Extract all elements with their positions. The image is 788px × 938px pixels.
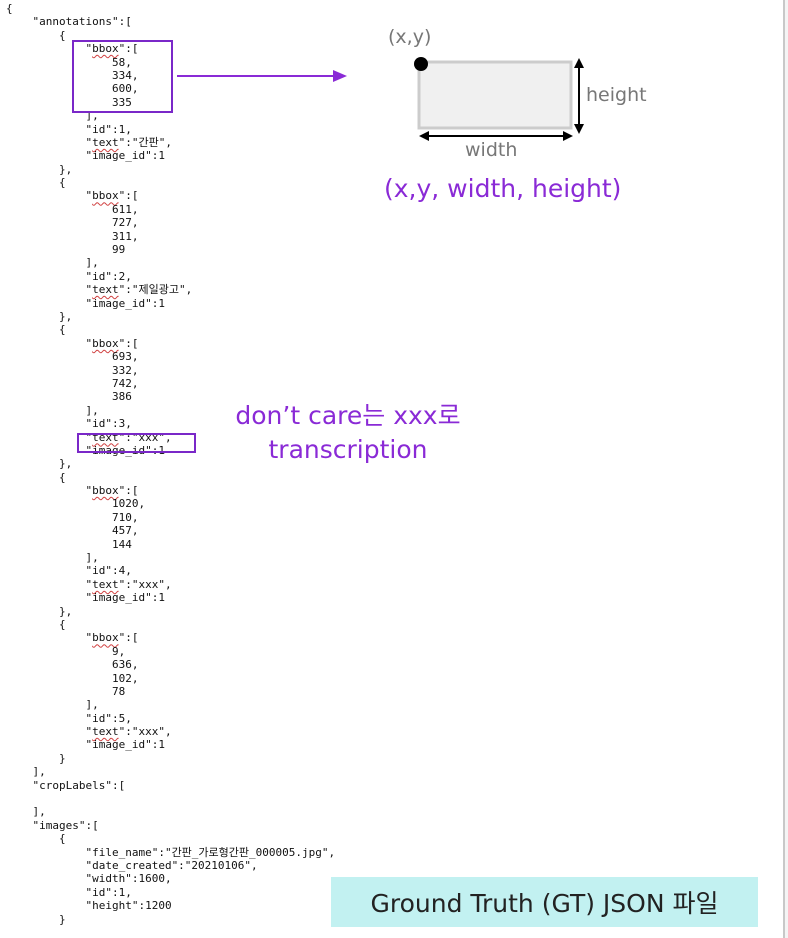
code-line: "bbox":[: [6, 484, 139, 498]
code-line: "bbox":[: [6, 336, 139, 350]
origin-point: [414, 57, 428, 71]
origin-label: (x,y): [388, 26, 432, 48]
code-line: "id":1,: [6, 885, 132, 899]
code-line: "id":1,: [6, 122, 132, 136]
code-line: }: [6, 751, 66, 765]
code-line: 335: [6, 95, 132, 109]
code-line: 332,: [6, 363, 139, 377]
code-line: "id":5,: [6, 711, 132, 725]
code-line: "text":"xxx",: [6, 725, 172, 739]
code-line: {: [6, 176, 66, 190]
code-line: },: [6, 457, 73, 471]
code-line: "file_name":"간판_가로형간판_000005.jpg",: [6, 845, 336, 859]
code-line: "text":"xxx",: [6, 577, 172, 591]
code-line: "width":1600,: [6, 872, 172, 886]
height-label: height: [586, 84, 647, 106]
code-line: "id":3,: [6, 417, 132, 431]
code-line: 611,: [6, 202, 139, 216]
code-line: 727,: [6, 216, 139, 230]
dont-care-note-line1: don’t care는 xxx로: [235, 401, 461, 430]
gt-caption: Ground Truth (GT) JSON 파일: [370, 889, 719, 918]
code-line: 144: [6, 537, 132, 551]
bbox-format-caption: (x,y, width, height): [384, 174, 622, 203]
code-line: ],: [6, 698, 99, 712]
json-code-block: { "annotations":[ { "bbox":[ 58, 334, 60…: [6, 2, 335, 926]
code-line: "height":1200: [6, 899, 172, 913]
code-line: ],: [6, 551, 99, 565]
code-line: 58,: [6, 55, 132, 69]
code-line: 710,: [6, 510, 139, 524]
dont-care-note-line2: transcription: [268, 435, 428, 464]
code-line: "bbox":[: [6, 631, 139, 645]
code-line: ],: [6, 403, 99, 417]
code-line: },: [6, 309, 73, 323]
code-line: ],: [6, 765, 46, 779]
bbox-rectangle: [417, 60, 573, 130]
code-line: "id":4,: [6, 564, 132, 578]
code-line: },: [6, 604, 73, 618]
code-line: }: [6, 912, 66, 926]
bbox-arrow: [177, 70, 347, 82]
code-line: ],: [6, 805, 46, 819]
code-line: "image_id":1: [6, 738, 165, 752]
code-line: },: [6, 162, 73, 176]
code-line: 78: [6, 684, 126, 698]
code-line: 636,: [6, 658, 139, 672]
bbox-highlight-box: [72, 40, 173, 113]
code-line: 1020,: [6, 497, 146, 511]
code-line: "image_id":1: [6, 296, 165, 310]
code-line: 102,: [6, 671, 139, 685]
code-line: "annotations":[: [6, 15, 132, 29]
code-line: {: [6, 28, 66, 42]
code-line: 9,: [6, 644, 126, 658]
code-line: 386: [6, 390, 132, 404]
code-line: "text":"간판",: [6, 135, 172, 149]
code-line: "bbox":[: [6, 189, 139, 203]
dont-care-note: don’t care는 xxx로 transcription: [228, 399, 468, 467]
code-line: "image_id":1: [6, 591, 165, 605]
gt-caption-banner: Ground Truth (GT) JSON 파일: [331, 877, 758, 927]
code-line: 311,: [6, 229, 139, 243]
code-line: [6, 792, 335, 805]
code-line: {: [6, 323, 66, 337]
code-line: 99: [6, 243, 126, 257]
code-line: {: [6, 832, 66, 846]
code-line: "text":"제일광고",: [6, 283, 193, 297]
code-line: "bbox":[: [6, 42, 139, 56]
code-line: 457,: [6, 524, 139, 538]
code-line: 334,: [6, 68, 139, 82]
code-line: "date_created":"20210106",: [6, 859, 258, 872]
code-line: "cropLabels":[: [6, 778, 126, 792]
width-label: width: [465, 139, 518, 161]
code-line: "images":[: [6, 818, 99, 832]
code-line: 693,: [6, 350, 139, 364]
code-line: 600,: [6, 82, 139, 96]
code-line: {: [6, 2, 13, 15]
bbox-diagram: [414, 57, 584, 141]
text-xxx-highlight-box: [77, 433, 196, 453]
code-line: "image_id":1: [6, 149, 165, 163]
code-line: "image_id":1: [6, 443, 165, 457]
code-line: "id":2,: [6, 269, 132, 283]
code-line: {: [6, 470, 66, 484]
code-line: {: [6, 617, 66, 631]
code-line: ],: [6, 256, 99, 270]
code-line: 742,: [6, 376, 139, 390]
